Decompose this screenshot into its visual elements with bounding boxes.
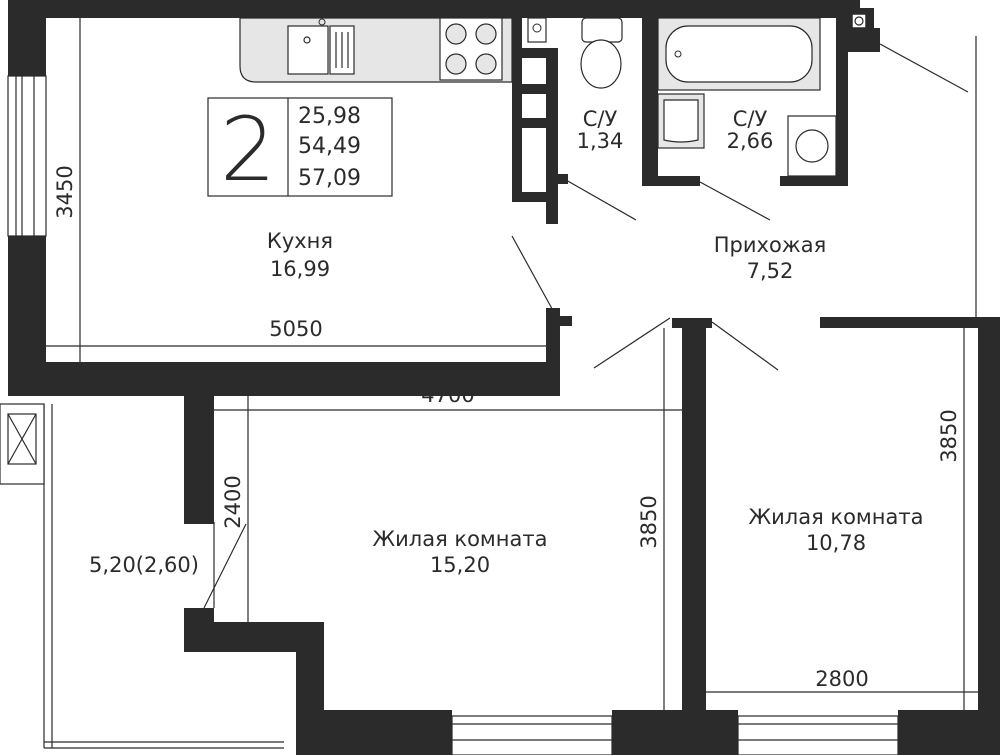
balcony xyxy=(0,403,284,749)
dim-living1-width: 4700 xyxy=(421,383,474,407)
dim-kitchen-height: 3450 xyxy=(53,165,77,218)
bath1-name: С/У xyxy=(583,107,618,131)
living2-area: 10,78 xyxy=(806,531,866,555)
kitchen-window xyxy=(7,75,47,237)
living1-name: Жилая комната xyxy=(373,527,548,551)
dimension-labels: 3450 5050 4700 2400 3850 3850 2800 xyxy=(53,165,961,691)
dim-living1-side: 2400 xyxy=(221,475,245,528)
balcony-area: 5,20(2,60) xyxy=(89,553,199,577)
bottom-windows xyxy=(451,715,899,755)
door-swings xyxy=(511,36,977,371)
living2-name: Жилая комната xyxy=(749,505,924,529)
info-box: 2 25,98 54,49 57,09 xyxy=(207,97,393,201)
kitchen-name: Кухня xyxy=(267,229,333,253)
rooms-count: 2 xyxy=(220,98,276,201)
area-with-balcony: 57,09 xyxy=(298,166,361,191)
dim-living1-height: 3850 xyxy=(637,495,661,548)
bath1-area: 1,34 xyxy=(577,129,624,153)
bath2-area: 2,66 xyxy=(727,129,774,153)
washing-machine xyxy=(787,115,837,177)
bathtub xyxy=(657,17,821,91)
hall-area: 7,52 xyxy=(747,259,794,283)
hall-name: Прихожая xyxy=(714,233,826,257)
dim-living2-width: 2800 xyxy=(815,667,868,691)
room-labels: Кухня 16,99 С/У 1,34 С/У 2,66 Прихожая 7… xyxy=(89,107,923,577)
kitchen-counter xyxy=(239,17,513,83)
living1-area: 15,20 xyxy=(430,553,490,577)
kitchen-area: 16,99 xyxy=(270,257,330,281)
area-living: 25,98 xyxy=(298,104,361,129)
toilet-1 xyxy=(527,17,623,89)
dimension-lines xyxy=(44,18,978,710)
bath2-name: С/У xyxy=(733,107,768,131)
walls xyxy=(8,0,1000,755)
dim-living2-height: 3850 xyxy=(937,409,961,462)
sink xyxy=(657,93,705,149)
dim-kitchen-width: 5050 xyxy=(269,317,322,341)
area-total: 54,49 xyxy=(298,134,361,159)
